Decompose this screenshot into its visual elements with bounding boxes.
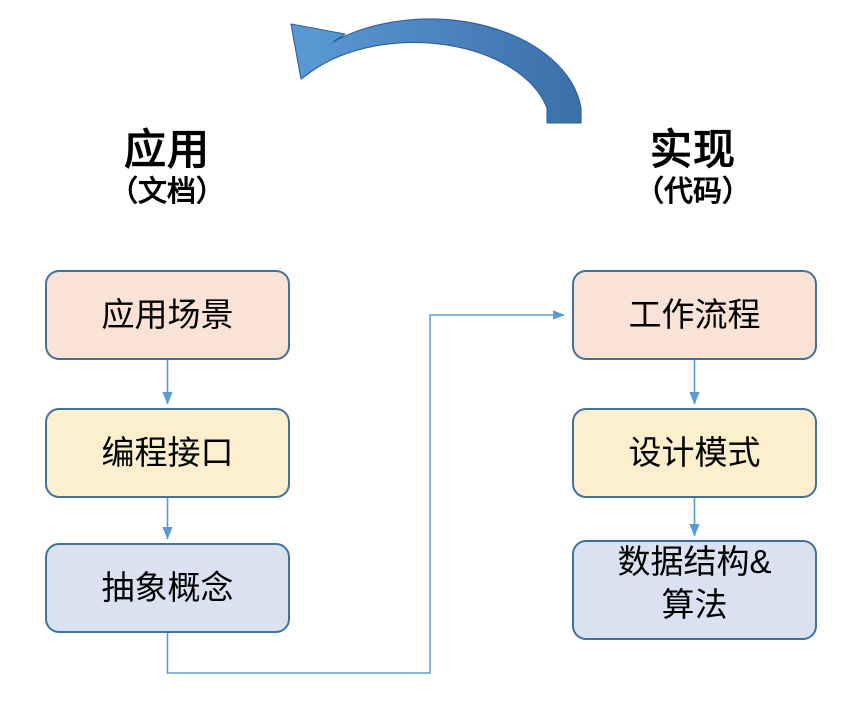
node-label: 设计模式 (628, 433, 761, 471)
node-label: 抽象概念 (101, 568, 234, 606)
node-abstract-concept[interactable]: 抽象概念 (45, 543, 290, 633)
node-label-line2: 算法 (661, 586, 728, 623)
node-data-structure-algorithm[interactable]: 数据结构& 算法 (572, 540, 817, 640)
node-programming-interface[interactable]: 编程接口 (45, 408, 290, 498)
node-label: 工作流程 (628, 295, 761, 333)
node-label-line1: 数据结构& (617, 543, 772, 581)
node-workflow[interactable]: 工作流程 (572, 270, 817, 360)
node-design-pattern[interactable]: 设计模式 (572, 408, 817, 498)
curved-arrow-icon (290, 18, 582, 124)
column-header-left-sub: （文档） (108, 175, 225, 208)
column-header-left-main: 应用 (123, 126, 210, 173)
column-header-left: 应用 （文档） (42, 126, 292, 208)
node-label: 数据结构& 算法 (574, 541, 815, 627)
column-header-right: 实现 （代码） (568, 126, 818, 208)
column-header-right-sub: （代码） (634, 175, 751, 208)
node-label: 编程接口 (101, 433, 234, 471)
column-header-right-main: 实现 (649, 126, 736, 173)
node-label: 应用场景 (101, 295, 234, 333)
node-application-scenario[interactable]: 应用场景 (45, 270, 290, 360)
